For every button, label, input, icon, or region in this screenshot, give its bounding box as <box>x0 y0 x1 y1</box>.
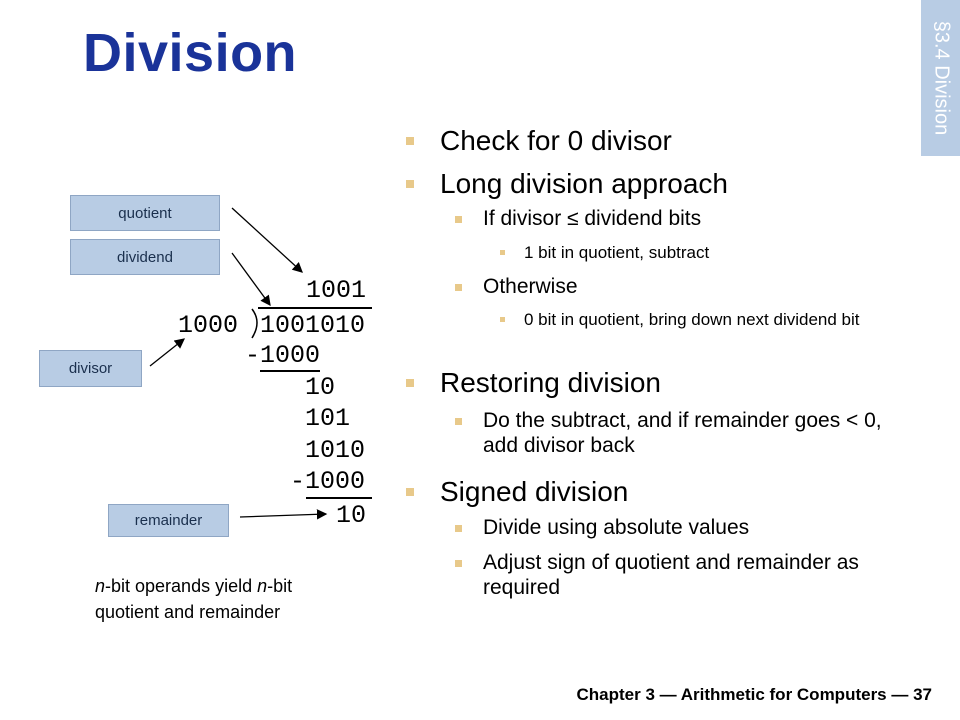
divisor-label: divisor <box>39 350 142 387</box>
note-line-2: quotient and remainder <box>95 602 281 623</box>
bullet-marker <box>406 180 414 188</box>
bullet-marker <box>500 250 505 255</box>
bullet-marker <box>406 137 414 145</box>
note-line-1: n-bit operands yield n-bit <box>95 576 293 596</box>
remainder-label: remainder <box>108 504 229 537</box>
division-bar <box>258 307 372 309</box>
bullet-marker <box>455 216 462 223</box>
remainder-arrow <box>239 509 328 520</box>
step-1-rule <box>260 370 320 372</box>
section-tab: §3.4 Division <box>921 0 960 156</box>
slide-footer: Chapter 3 — Arithmetic for Computers — 3… <box>576 685 933 704</box>
divisor-value: 1000 <box>178 311 239 340</box>
bullet-marker <box>455 418 462 425</box>
quotient-label: quotient <box>70 195 220 231</box>
dividend-arrow <box>231 252 271 307</box>
bring-down-step-2: 101 <box>305 404 351 433</box>
bullet-marker <box>455 560 462 567</box>
operand-note: n-bit operands yield n-bit quotient and … <box>95 573 292 625</box>
subtract-step-1: -1000 <box>245 341 321 370</box>
dividend-value: 1001010 <box>260 311 366 340</box>
subtract-step-2: -1000 <box>290 467 366 496</box>
step-2-rule <box>306 497 372 499</box>
divisor-arrow <box>149 338 186 367</box>
final-remainder-value: 10 <box>336 501 367 530</box>
dividend-label: dividend <box>70 239 220 275</box>
bullet-marker <box>455 284 462 291</box>
bullet-marker <box>500 317 505 322</box>
slide-title: Division <box>83 23 298 83</box>
bullet-marker <box>406 488 414 496</box>
bring-down-step-3: 1010 <box>305 436 366 465</box>
quotient-arrow <box>231 207 303 273</box>
quotient-value: 1001 <box>306 276 367 305</box>
bullet-marker <box>406 379 414 387</box>
remainder-step-1: 10 <box>305 373 336 402</box>
division-bracket <box>251 308 258 339</box>
bullet-marker <box>455 525 462 532</box>
